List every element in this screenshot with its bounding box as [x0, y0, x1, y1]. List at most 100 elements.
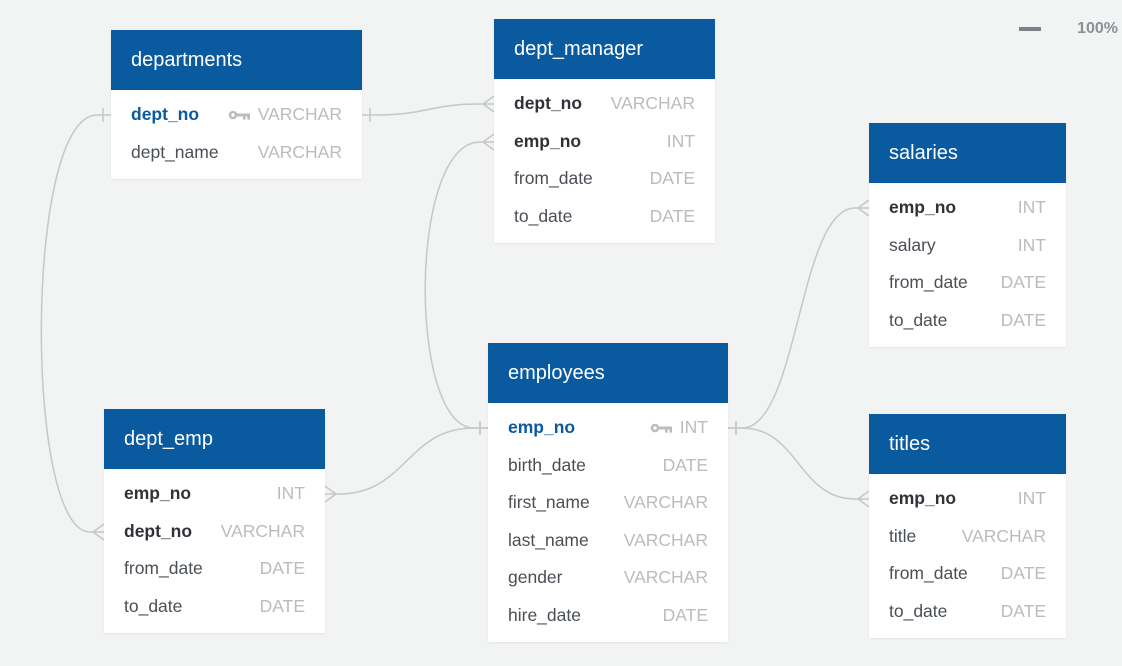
field-name: hire_date	[508, 604, 581, 625]
field-row-dept-name[interactable]: dept_name VARCHAR	[111, 134, 362, 172]
field-row-gender[interactable]: gender VARCHAR	[488, 559, 728, 597]
field-row-first-name[interactable]: first_name VARCHAR	[488, 484, 728, 522]
field-name: last_name	[508, 529, 589, 550]
field-type: VARCHAR	[624, 567, 708, 588]
field-name: birth_date	[508, 454, 586, 475]
field-name: to_date	[889, 600, 948, 621]
field-type-label: DATE	[1000, 563, 1046, 584]
field-row-from-date[interactable]: from_date DATE	[494, 160, 715, 198]
field-type: VARCHAR	[228, 104, 342, 125]
relationship-line-0	[375, 103, 481, 116]
field-name: to_date	[514, 205, 573, 226]
field-name: dept_no	[124, 520, 193, 541]
field-row-emp-no[interactable]: emp_no INT	[104, 475, 325, 513]
field-type-label: VARCHAR	[623, 567, 708, 588]
field-type-label: DATE	[1000, 272, 1046, 293]
table-header-titles[interactable]: titles	[869, 414, 1066, 474]
many-marker-5	[855, 490, 870, 508]
table-header-dept-manager[interactable]: dept_manager	[494, 19, 715, 79]
field-row-emp-no[interactable]: emp_no INT	[869, 480, 1066, 518]
field-name: title	[889, 525, 917, 546]
field-type-label: INT	[1017, 488, 1046, 509]
one-marker-0	[362, 108, 376, 122]
one-marker-3	[474, 421, 488, 435]
field-type: DATE	[260, 558, 305, 579]
table-dept-emp[interactable]: dept_emp emp_no INT dept_no VARCHAR from_dat…	[104, 409, 325, 633]
zoom-out-button[interactable]	[1019, 27, 1042, 31]
one-marker-1	[97, 108, 111, 122]
field-name: gender	[508, 567, 563, 588]
field-type-label: VARCHAR	[220, 520, 305, 541]
field-type-label: DATE	[259, 558, 305, 579]
field-type: VARCHAR	[624, 530, 708, 551]
field-type: INT	[277, 483, 305, 504]
field-row-dept-no[interactable]: dept_no VARCHAR	[104, 513, 325, 551]
field-type: DATE	[650, 206, 695, 227]
field-name: emp_no	[889, 488, 957, 509]
table-header-employees[interactable]: employees	[488, 343, 728, 403]
one-marker-2	[474, 421, 488, 435]
relationship-line-5	[741, 427, 856, 500]
field-type-label: VARCHAR	[257, 141, 342, 162]
table-header-dept-emp[interactable]: dept_emp	[104, 409, 325, 469]
many-marker-2	[480, 133, 495, 151]
field-type-label: DATE	[662, 604, 708, 625]
field-type: DATE	[1001, 272, 1046, 293]
field-type: VARCHAR	[611, 93, 695, 114]
table-header-salaries[interactable]: salaries	[869, 123, 1066, 183]
field-name: first_name	[508, 492, 590, 513]
many-marker-4	[855, 199, 870, 217]
field-name: dept_no	[131, 104, 200, 125]
field-type: INT	[650, 417, 708, 438]
field-type-label: VARCHAR	[623, 492, 708, 513]
many-marker-0	[480, 95, 495, 113]
field-row-birth-date[interactable]: birth_date DATE	[488, 447, 728, 485]
relationship-line-4	[741, 207, 856, 429]
field-row-to-date[interactable]: to_date DATE	[494, 198, 715, 236]
many-marker-3	[324, 485, 339, 503]
table-title: dept_manager	[514, 37, 643, 60]
field-type-label: DATE	[662, 454, 708, 475]
field-name: dept_name	[131, 141, 219, 162]
field-type: INT	[667, 131, 695, 152]
field-row-hire-date[interactable]: hire_date DATE	[488, 597, 728, 635]
field-type: VARCHAR	[258, 142, 342, 163]
field-name: from_date	[514, 168, 593, 189]
key-icon	[228, 110, 250, 120]
field-type-label: DATE	[649, 168, 695, 189]
field-type-label: VARCHAR	[257, 104, 342, 125]
field-name: emp_no	[124, 483, 192, 504]
field-row-dept-no[interactable]: dept_no VARCHAR	[111, 96, 362, 134]
table-title: employees	[508, 361, 605, 384]
field-type: VARCHAR	[221, 521, 305, 542]
many-marker-1	[90, 523, 105, 541]
table-title: dept_emp	[124, 427, 213, 450]
table-header-departments[interactable]: departments	[111, 30, 362, 90]
field-type: DATE	[650, 168, 695, 189]
table-title: titles	[889, 432, 931, 455]
field-name: to_date	[889, 309, 948, 330]
field-row-last-name[interactable]: last_name VARCHAR	[488, 522, 728, 560]
field-type: INT	[1018, 488, 1046, 509]
